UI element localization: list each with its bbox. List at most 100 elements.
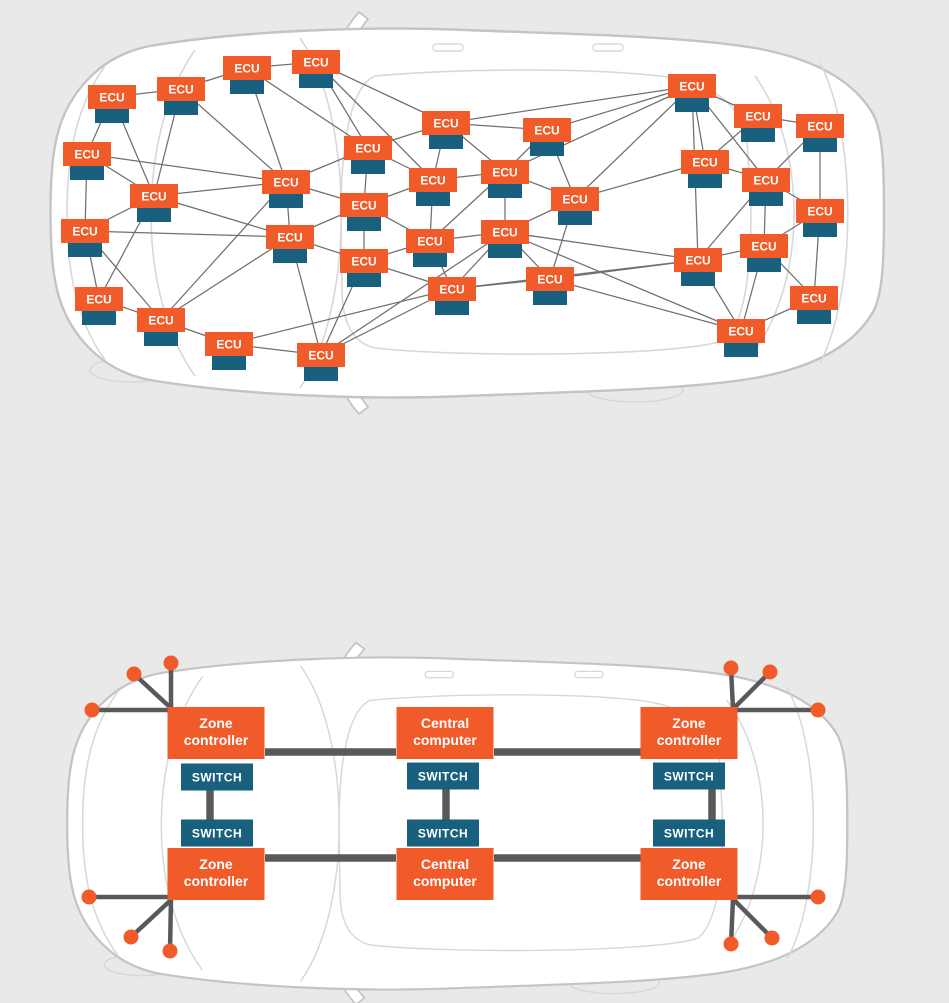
ecu-base <box>749 191 783 206</box>
sensor-dot <box>162 943 178 959</box>
ecu-label: ECU <box>417 235 442 249</box>
ecu-node: ECU <box>340 249 388 287</box>
ecu-link <box>160 236 291 321</box>
sensor-dot <box>81 889 97 905</box>
switch-box: SWITCH <box>653 762 725 790</box>
ecu-node: ECU <box>340 193 388 231</box>
ecu-label: ECU <box>351 255 376 269</box>
ecu-box <box>205 332 253 356</box>
ecu-base <box>68 242 102 257</box>
ecu-label: ECU <box>492 166 517 180</box>
ecu-box <box>266 225 314 249</box>
ecu-link <box>546 85 693 131</box>
ecu-base <box>351 159 385 174</box>
ecu-box <box>681 150 729 174</box>
sensor-dot <box>126 666 142 682</box>
ecu-box <box>223 56 271 80</box>
ecu-base <box>681 271 715 286</box>
ecu-node: ECU <box>63 142 111 180</box>
ecu-label: ECU <box>355 142 380 156</box>
ecu-box <box>551 187 599 211</box>
ecu-label: ECU <box>234 62 259 76</box>
ecu-label: ECU <box>273 176 298 190</box>
ecu-base <box>741 127 775 142</box>
ecu-label: ECU <box>753 174 778 188</box>
ecu-node: ECU <box>674 248 722 286</box>
ecu-base <box>164 100 198 115</box>
ecu-label: ECU <box>72 225 97 239</box>
ecu-label: ECU <box>728 325 753 339</box>
ecu-link <box>180 88 287 183</box>
ecu-node: ECU <box>481 220 529 258</box>
ecu-box <box>742 168 790 192</box>
switch-label: SWITCH <box>418 770 468 784</box>
ecu-node: ECU <box>88 85 136 123</box>
ecu-base <box>747 257 781 272</box>
ecu-link <box>246 67 369 149</box>
ecu-box <box>292 50 340 74</box>
ecu-label: ECU <box>807 205 832 219</box>
ecu-label: ECU <box>148 314 173 328</box>
ecu-label: ECU <box>807 120 832 134</box>
ecu-label: ECU <box>439 283 464 297</box>
ecu-node: ECU <box>742 168 790 206</box>
ecu-label: ECU <box>308 349 333 363</box>
sensor-dot <box>723 660 739 676</box>
controller-rect <box>396 707 494 759</box>
ecu-node: ECU <box>205 332 253 370</box>
ecu-label: ECU <box>277 231 302 245</box>
ecu-label: ECU <box>492 226 517 240</box>
ecu-node: ECU <box>790 286 838 324</box>
ecu-base <box>688 173 722 188</box>
ecu-box <box>428 277 476 301</box>
ecu-node: ECU <box>406 229 454 267</box>
ecu-base <box>530 141 564 156</box>
ecu-base <box>488 183 522 198</box>
sensor-dot <box>762 664 778 680</box>
ecu-link <box>504 85 693 173</box>
sensor-dot <box>84 702 100 718</box>
sensor-dot <box>810 702 826 718</box>
ecu-node: ECU <box>551 187 599 225</box>
ecu-link <box>315 61 434 181</box>
ecu-label: ECU <box>745 110 770 124</box>
ecu-label: ECU <box>86 293 111 307</box>
ecu-node: ECU <box>409 168 457 206</box>
switch-rect <box>407 819 479 847</box>
ecu-link <box>504 231 699 261</box>
ecu-base <box>488 243 522 258</box>
sensor-dot <box>723 936 739 952</box>
ecu-base <box>230 79 264 94</box>
ecu-box <box>526 267 574 291</box>
ecu-base <box>675 97 709 112</box>
ecu-node: ECU <box>681 150 729 188</box>
ecu-label: ECU <box>420 174 445 188</box>
ecu-link <box>228 288 453 345</box>
ecu-node: ECU <box>796 114 844 152</box>
switch-label: SWITCH <box>664 827 714 841</box>
ecu-box <box>717 319 765 343</box>
ecu-node: ECU <box>523 118 571 156</box>
controller-rect <box>167 848 265 900</box>
switch-rect <box>181 819 253 847</box>
ecu-base <box>304 366 338 381</box>
ecu-node: ECU <box>262 170 310 208</box>
ecu-link <box>320 231 506 356</box>
ecu-base <box>803 222 837 237</box>
ecu-node: ECU <box>734 104 782 142</box>
ecu-box <box>796 114 844 138</box>
ecu-node: ECU <box>61 219 109 257</box>
ecu-label: ECU <box>801 292 826 306</box>
ecu-label: ECU <box>433 117 458 131</box>
ecu-label: ECU <box>679 80 704 94</box>
controller-rect <box>396 848 494 900</box>
ecu-node: ECU <box>344 136 392 174</box>
ecu-base <box>212 355 246 370</box>
